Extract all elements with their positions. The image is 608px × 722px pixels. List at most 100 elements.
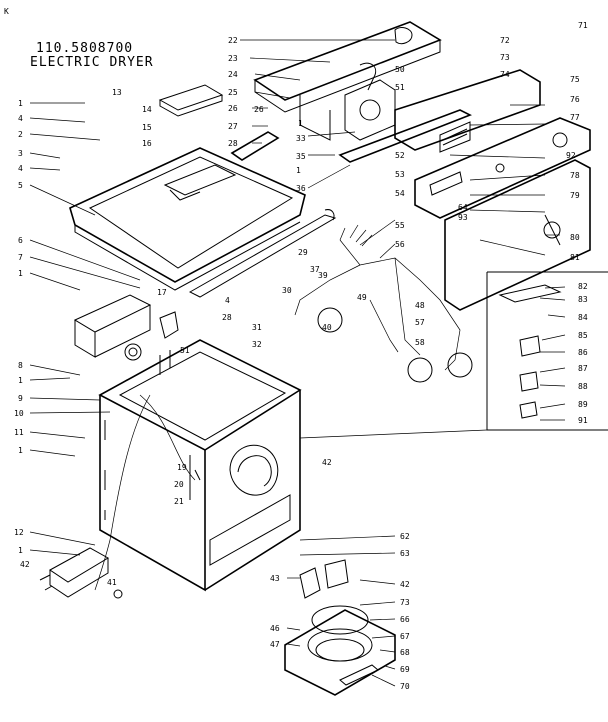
callout-label: 49 (357, 293, 367, 302)
callout-label: 15 (142, 123, 152, 132)
callout-label: 24 (228, 70, 238, 79)
callout-label: 16 (142, 139, 152, 148)
callout-labels: 1 4 2 3 4 5 6 7 1 8 1 9 10 11 1 12 1 42 … (14, 21, 588, 691)
callout-label: 23 (228, 54, 238, 63)
callout-label: 9 (18, 394, 23, 403)
callout-label: 4 (225, 296, 230, 305)
callout-label: 1 (296, 166, 301, 175)
callout-label: 31 (252, 323, 262, 332)
callout-label: 92 (566, 151, 576, 160)
screen-guide (230, 131, 280, 161)
callout-label: 62 (400, 532, 410, 541)
lower-trim-strip (338, 109, 472, 163)
corner-mark: K (4, 7, 9, 16)
callout-label: 78 (570, 171, 580, 180)
callout-label: 88 (578, 382, 588, 391)
callout-label: 66 (400, 615, 410, 624)
callout-label: 10 (14, 409, 24, 418)
callout-label: 42 (20, 560, 30, 569)
callout-label: 86 (578, 348, 588, 357)
callout-label: 54 (395, 189, 405, 198)
callout-label: 30 (282, 286, 292, 295)
callout-label: 75 (570, 75, 580, 84)
callout-label: 19 (177, 463, 187, 472)
control-panel (414, 117, 591, 219)
callout-label: 39 (318, 271, 328, 280)
callout-label: 43 (270, 574, 280, 583)
callout-label: 79 (570, 191, 580, 200)
callout-label: 42 (400, 580, 410, 589)
callout-label: 55 (395, 221, 405, 230)
callout-label: 37 (310, 265, 320, 274)
callout-label: 63 (400, 549, 410, 558)
callout-label: 28 (228, 139, 238, 148)
callout-label: 17 (157, 288, 167, 297)
callout-label: 1 (18, 446, 23, 455)
callout-label: 93 (458, 213, 468, 222)
callout-label: 82 (578, 282, 588, 291)
backsplash (253, 21, 442, 141)
callout-label: 6 (18, 236, 23, 245)
callout-label: 28 (222, 313, 232, 322)
callout-label: 64 (458, 203, 468, 212)
callout-label: 1 (298, 119, 303, 128)
callout-label: 26 (254, 105, 264, 114)
callout-label: 68 (400, 648, 410, 657)
callout-label: 32 (252, 340, 262, 349)
callout-label: 1 (18, 546, 23, 555)
callout-label: 76 (570, 95, 580, 104)
callout-label: 53 (395, 170, 405, 179)
callout-label: 26 (228, 104, 238, 113)
callout-label: 52 (395, 151, 405, 160)
callout-label: 21 (174, 497, 184, 506)
callout-label: 69 (400, 665, 410, 674)
callout-label: 36 (296, 184, 306, 193)
callout-label: 12 (14, 528, 24, 537)
top-panel (69, 147, 306, 291)
callout-label: 1 (18, 99, 23, 108)
console-rear-cover (444, 159, 591, 311)
callout-label: 56 (395, 240, 405, 249)
callout-label: 22 (228, 36, 238, 45)
callout-label: 47 (270, 640, 280, 649)
callout-label: 73 (400, 598, 410, 607)
callout-label: 3 (18, 149, 23, 158)
callout-label: 85 (578, 331, 588, 340)
callout-label: 81 (570, 253, 580, 262)
callout-label: 87 (578, 364, 588, 373)
callout-label: 27 (228, 122, 238, 131)
callout-label: 73 (500, 53, 510, 62)
callout-label: 35 (296, 152, 306, 161)
callout-label: 70 (400, 682, 410, 691)
callout-label: 57 (415, 318, 425, 327)
callout-label: 83 (578, 295, 588, 304)
callout-label: 89 (578, 400, 588, 409)
callout-label: 14 (142, 105, 152, 114)
model-number: 110.5808700 (36, 41, 133, 56)
callout-label: 7 (18, 253, 23, 262)
callout-label: 71 (578, 21, 588, 30)
callout-label: 4 (18, 114, 23, 123)
callout-label: 77 (570, 113, 580, 122)
callout-label: 13 (112, 88, 122, 97)
callout-label: 51 (395, 83, 405, 92)
callout-label: 51 (180, 346, 190, 355)
callout-label: 72 (500, 36, 510, 45)
toe-panel-bracket (39, 547, 123, 599)
mounting-bracket (73, 294, 179, 361)
callout-label: 1 (18, 269, 23, 278)
callout-label: 11 (14, 428, 24, 437)
callout-label: 2 (18, 130, 23, 139)
control-panel-back (394, 69, 541, 153)
callout-label: 40 (322, 323, 332, 332)
callout-label: 1 (18, 376, 23, 385)
callout-label: 74 (500, 70, 510, 79)
leader-lines (29, 39, 566, 687)
callout-label: 42 (322, 458, 332, 467)
terminal-block-inset (299, 271, 608, 439)
callout-label: 20 (174, 480, 184, 489)
callout-label: 67 (400, 632, 410, 641)
wiring-harness (294, 224, 473, 383)
callout-label: 50 (395, 65, 405, 74)
